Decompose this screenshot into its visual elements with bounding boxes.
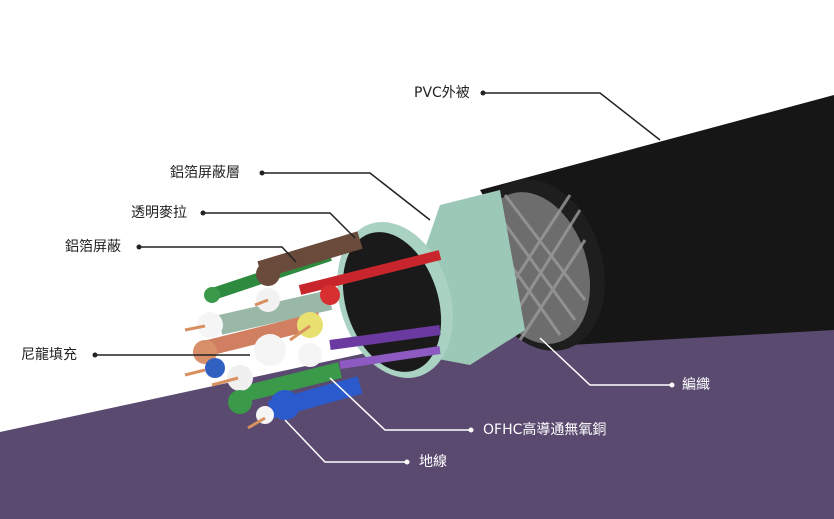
leader-lines bbox=[95, 92, 672, 463]
label-nylon-filler: 尼龍填充 bbox=[21, 347, 77, 363]
label-pvc-jacket: PVC外被 bbox=[414, 85, 470, 101]
label-ground-wire: 地線 bbox=[419, 454, 447, 470]
label-foil-shield: 鋁箔屏蔽 bbox=[65, 239, 121, 255]
label-ofhc-copper: OFHC高導通無氧銅 bbox=[483, 422, 607, 438]
label-braid: 編織 bbox=[682, 377, 710, 393]
label-clear-mylar: 透明麥拉 bbox=[131, 205, 187, 221]
leader-dots bbox=[92, 90, 675, 465]
label-foil-shield-layer: 鋁箔屏蔽層 bbox=[170, 165, 240, 181]
copper-conductors bbox=[184, 298, 311, 430]
wire-ends bbox=[193, 262, 340, 424]
